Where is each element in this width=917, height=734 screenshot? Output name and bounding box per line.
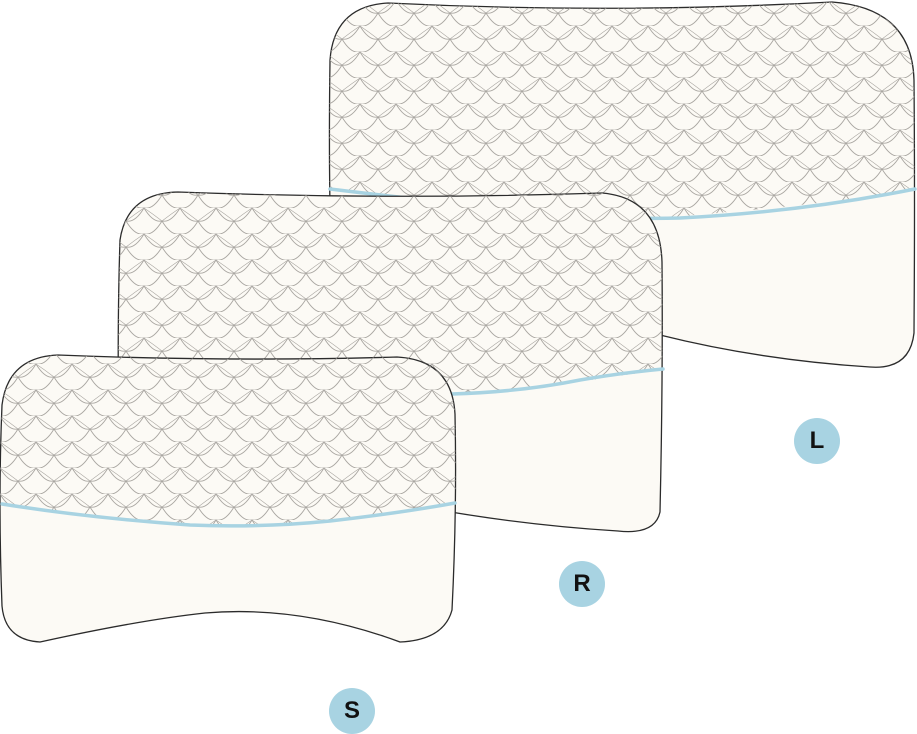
size-label-large: L — [809, 427, 825, 454]
size-badge-small: S — [329, 688, 375, 734]
size-label-regular: R — [573, 570, 591, 597]
size-badge-large: L — [794, 418, 840, 464]
pillow-small-piping — [0, 501, 457, 528]
pillow-small-quilted-top — [0, 355, 456, 526]
size-label-small: S — [343, 697, 360, 724]
pillow-small — [0, 354, 457, 643]
pillow-regular-piping — [450, 367, 665, 396]
pillow-large-quilted-top — [329, 2, 915, 218]
pillow-regular-quilted-top — [118, 192, 663, 395]
size-badge-regular: R — [559, 561, 605, 607]
